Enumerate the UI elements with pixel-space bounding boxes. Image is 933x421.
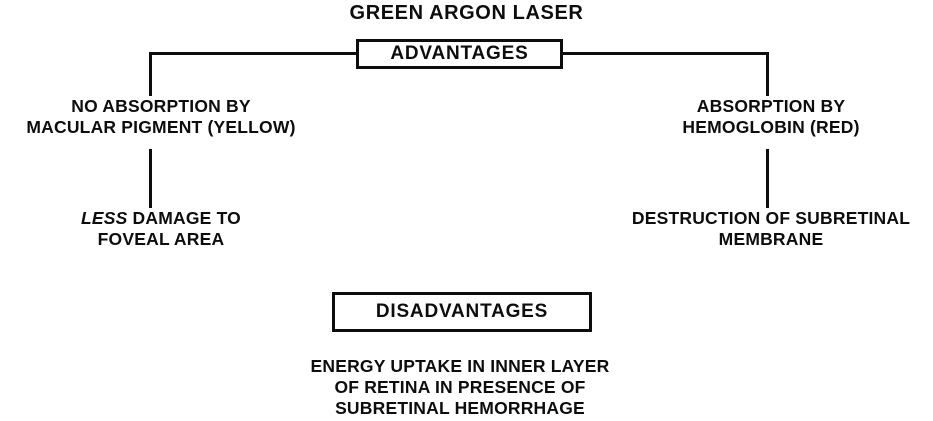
left-effect-line2: FOVEAL AREA: [97, 229, 225, 249]
connector-left-upper-vertical: [149, 52, 152, 96]
left-effect-line1: LESS DAMAGE TO: [0, 208, 322, 229]
left-cause-line2: MACULAR PIGMENT (YELLOW): [26, 117, 296, 137]
left-advantage-effect: LESS DAMAGE TO FOVEAL AREA: [0, 208, 322, 250]
right-advantage-effect: DESTRUCTION OF SUBRETINAL MEMBRANE: [606, 208, 933, 250]
left-effect-emphasis: LESS: [80, 208, 128, 228]
disadvantages-note-line3: SUBRETINAL HEMORRHAGE: [335, 398, 585, 418]
connector-right-upper-vertical: [766, 52, 769, 96]
left-effect-line1-rest: DAMAGE TO: [127, 208, 241, 228]
connector-right-lower-vertical: [766, 149, 769, 208]
advantages-label: ADVANTAGES: [390, 43, 529, 64]
left-cause-line1: NO ABSORPTION BY: [71, 96, 251, 116]
disadvantages-box: DISADVANTAGES: [332, 292, 592, 332]
disadvantages-note-line1: ENERGY UPTAKE IN INNER LAYER: [310, 356, 610, 376]
disadvantages-label: DISADVANTAGES: [375, 301, 549, 322]
disadvantages-note-line2: OF RETINA IN PRESENCE OF: [334, 377, 586, 397]
diagram-title: GREEN ARGON LASER: [349, 2, 584, 24]
connector-left-lower-vertical: [149, 149, 152, 208]
advantages-box: ADVANTAGES: [356, 39, 563, 69]
right-cause-line1: ABSORPTION BY: [696, 96, 846, 116]
right-cause-line2: HEMOGLOBIN (RED): [682, 117, 860, 137]
right-effect-line2: MEMBRANE: [718, 229, 824, 249]
left-advantage-cause: NO ABSORPTION BY MACULAR PIGMENT (YELLOW…: [0, 96, 322, 138]
disadvantages-note: ENERGY UPTAKE IN INNER LAYER OF RETINA I…: [286, 356, 634, 419]
right-advantage-cause: ABSORPTION BY HEMOGLOBIN (RED): [606, 96, 933, 138]
connector-left-horizontal: [149, 52, 356, 55]
connector-right-horizontal: [563, 52, 769, 55]
right-effect-line1: DESTRUCTION OF SUBRETINAL: [631, 208, 911, 228]
